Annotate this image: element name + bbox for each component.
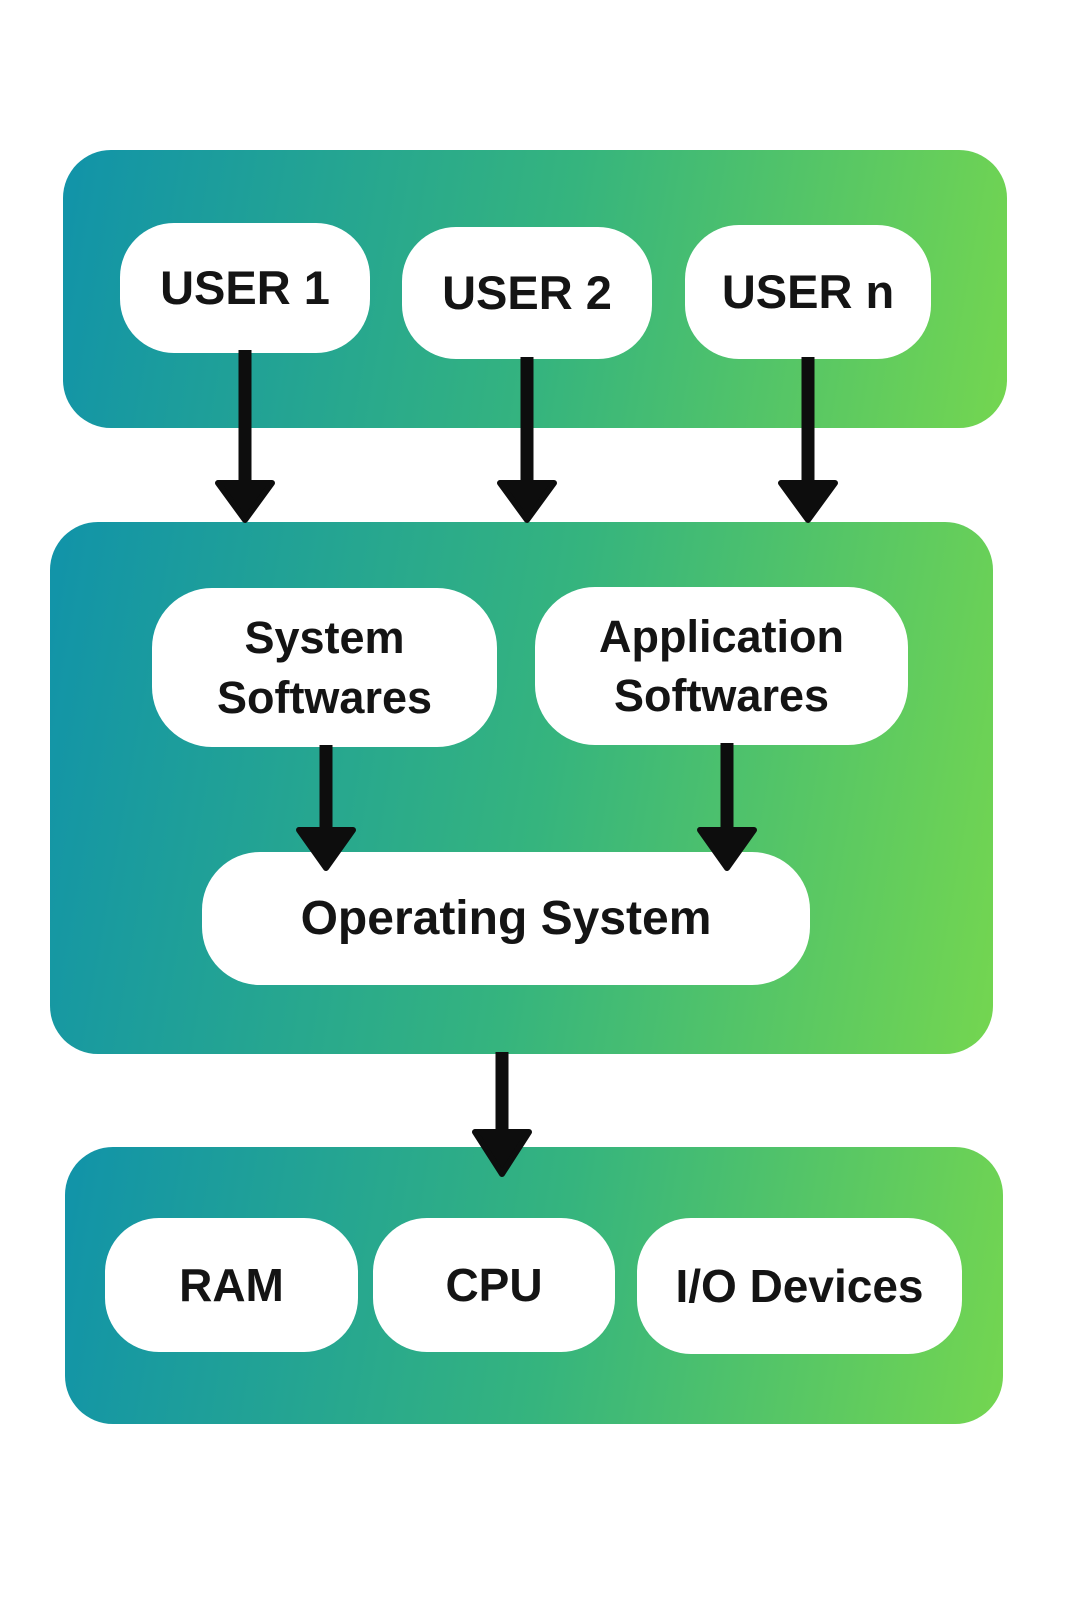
system-softwares-box: System Softwares <box>152 588 497 747</box>
application-softwares-line1: Application <box>599 610 844 662</box>
operating-system-label: Operating System <box>300 891 712 945</box>
usern-label: USER n <box>721 264 895 318</box>
cpu-box: CPU <box>373 1218 615 1352</box>
user1-box: USER 1 <box>120 223 370 353</box>
ram-box: RAM <box>105 1218 358 1352</box>
system-softwares-line2: Softwares <box>216 671 433 723</box>
operating-system-box: Operating System <box>202 852 810 985</box>
io-devices-box: I/O Devices <box>637 1218 962 1354</box>
cpu-label: CPU <box>445 1258 543 1311</box>
user2-box: USER 2 <box>402 227 652 359</box>
ram-label: RAM <box>179 1258 284 1311</box>
usern-box: USER n <box>685 225 931 359</box>
user2-label: USER 2 <box>442 265 612 319</box>
application-softwares-line2: Softwares <box>613 670 830 721</box>
user1-label: USER 1 <box>160 260 330 314</box>
system-softwares-line1: System <box>244 612 405 664</box>
application-softwares-box: Application Softwares <box>535 587 908 745</box>
io-devices-label: I/O Devices <box>675 1259 924 1312</box>
